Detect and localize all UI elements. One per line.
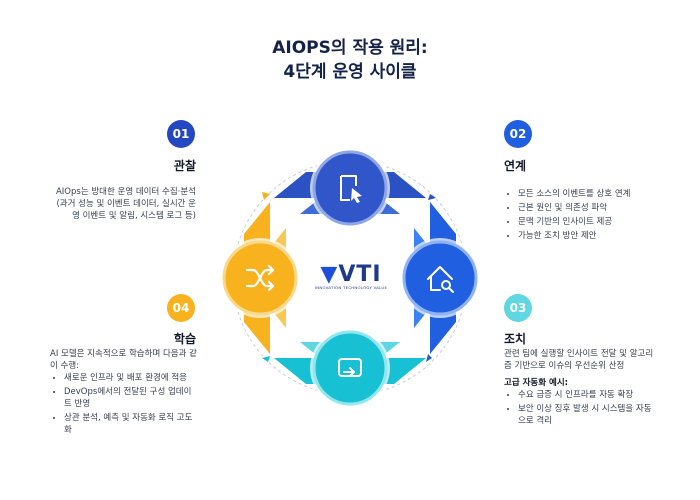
logo-tagline: INNOVATION TECHNOLOGY VALUE (314, 285, 388, 290)
node-correlate (400, 238, 480, 318)
refresh-loop-icon (338, 358, 362, 377)
logo-v-icon: ▼ (320, 262, 339, 287)
arrow-top-left (262, 192, 270, 200)
arrow-bottom-left (262, 356, 270, 362)
step-03-bullet: 보안 이상 징후 발생 시 시스템을 자동으로 격리 (518, 403, 654, 427)
step-04-description: AI 모델은 지속적으로 학습하며 다음과 같이 수행: 새로운 인프라 및 배… (50, 348, 198, 438)
step-03-badge: 03 (504, 294, 532, 322)
node-act (310, 328, 390, 408)
step-04-body: AI 모델은 지속적으로 학습하며 다음과 같이 수행: (50, 349, 197, 371)
home-search-icon (427, 266, 454, 293)
step-02-title: 연계 (504, 159, 527, 173)
step-04-bullet: 상관 분석, 예측 및 자동화 로직 고도화 (64, 412, 198, 436)
step-02-bullet: 모든 소스의 이벤트를 상호 연계 (518, 188, 674, 200)
center-disc (294, 222, 406, 334)
page-title-line1: AIOPS의 작용 원리: (272, 38, 428, 58)
step-04-badge: 04 (167, 294, 195, 322)
vti-logo: ▼VTI INNOVATION TECHNOLOGY VALUE (306, 262, 396, 290)
step-02-badge: 02 (504, 120, 532, 148)
node-learn (220, 238, 300, 318)
arrow-bottom-right (426, 354, 432, 362)
document-cursor-icon (340, 175, 362, 203)
step-02-bullet: 근본 원인 및 의존성 파악 (518, 202, 674, 214)
step-02-bullet: 문맥 기반의 인사이트 제공 (518, 216, 674, 228)
logo-wordmark: ▼VTI (320, 262, 382, 287)
step-04-bullet: 새로운 인프라 및 배포 환경에 적응 (64, 372, 198, 384)
arrow-top-right (428, 194, 436, 200)
step-02-bullet: 가능한 조치 방안 제안 (518, 230, 674, 242)
step-03-body: 관련 팀에 실행할 인사이트 전달 및 알고리즘 기반으로 이슈의 우선순위 산… (504, 349, 654, 371)
step-04-title: 학습 (173, 332, 196, 346)
step-01-title: 관찰 (173, 159, 196, 173)
page-title-line2: 4단계 운영 사이클 (283, 62, 417, 82)
step-02-description: 모든 소스의 이벤트를 상호 연계 근본 원인 및 의존성 파악 문맥 기반의 … (504, 188, 674, 244)
step-03-description: 관련 팀에 실행할 인사이트 전달 및 알고리즘 기반으로 이슈의 우선순위 산… (504, 348, 654, 429)
step-01-description: AIOps는 방대한 운영 데이터 수집·분석 (과거 성능 및 이벤트 데이터… (55, 187, 196, 221)
node-observe (310, 148, 390, 228)
step-04-bullet: DevOps에서의 전달된 구성 업데이트 반영 (64, 386, 198, 410)
step-01-badge: 01 (167, 120, 195, 148)
step-03-title: 조치 (504, 332, 527, 346)
step-03-subheading: 고급 자동화 예시: (504, 378, 569, 388)
step-03-bullet: 수요 급증 시 인프라를 자동 확장 (518, 389, 654, 401)
shuffle-icon (245, 264, 275, 292)
